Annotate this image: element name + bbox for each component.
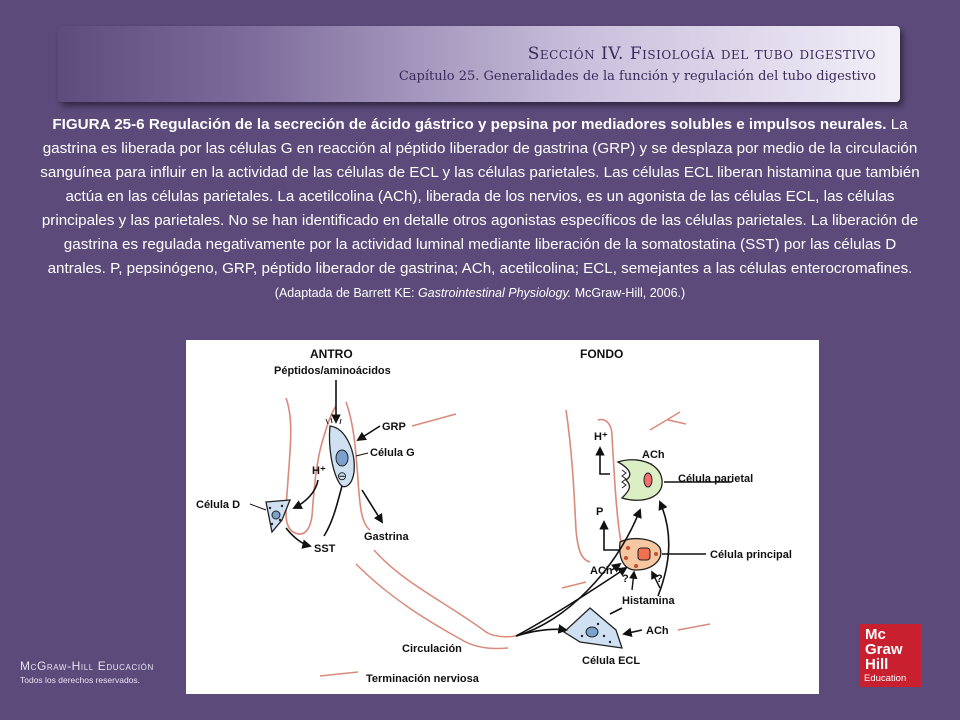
circulation-vessel-bottom [355, 563, 509, 650]
antro-heading: ANTRO [310, 347, 353, 361]
celula-principal-cell [619, 537, 662, 571]
sst-label: SST [314, 543, 336, 555]
gastrina-to-ecl-arrow [515, 624, 568, 637]
rights-text: Todos los derechos reservados. [20, 675, 141, 685]
celula-g-pointer [355, 452, 369, 457]
celula-d-cell [265, 499, 291, 534]
inhibit-symbol: ⊖ [337, 469, 347, 483]
caption-source-prefix: (Adaptada de Barrett KE: [274, 286, 418, 300]
chapter-title: Capítulo 25. Generalidades de la función… [398, 69, 876, 84]
h-plus-left-arrow [292, 479, 319, 509]
celula-principal-label: Célula principal [710, 549, 792, 561]
figure-panel: ANTRO FONDO Péptidos/aminoácidos GRP Cél… [186, 340, 819, 694]
grp-label: GRP [382, 421, 406, 433]
logo-line-4: Education [864, 673, 907, 684]
publisher-name: McGraw-Hill Educación [20, 659, 154, 673]
fondo-heading: FONDO [580, 347, 623, 361]
histamina-label: Histamina [622, 595, 675, 607]
celula-ecl-cell [562, 607, 623, 649]
celula-d-label: Célula D [196, 499, 240, 511]
ach-top-label: ACh [642, 449, 665, 461]
celula-d-pointer [249, 503, 267, 511]
p-label: P [596, 506, 603, 518]
caption-title: FIGURA 25-6 Regulación de la secreción d… [52, 116, 887, 133]
ach-bottom-label: ACh [646, 625, 669, 637]
histamina-arrow-principal-2 [651, 570, 661, 589]
grp-arrow [356, 425, 381, 442]
caption-source-book: Gastrointestinal Physiology. [417, 286, 572, 300]
gastrina-label: Gastrina [364, 531, 410, 543]
ach-bottom-nerve [677, 623, 711, 631]
sst-arrow [285, 527, 312, 549]
celula-g-label: Célula G [370, 447, 415, 459]
circulation-vessel-top [373, 549, 517, 638]
antro-gland-outline-right [345, 401, 371, 531]
caption-body: La gastrina es liberada por las células … [40, 116, 920, 277]
p-arrow [599, 520, 620, 551]
nerve-legend-line [319, 671, 359, 677]
logo-line-3: Hill [865, 656, 889, 673]
ach-left-arrow [610, 562, 622, 573]
celula-parietal-cell [616, 459, 663, 501]
ach-bottom-arrow [622, 627, 643, 638]
caption-source-suffix: McGraw-Hill, 2006.) [571, 286, 686, 300]
question-mark-1: ? [622, 573, 629, 585]
gastrina-arrow [361, 489, 384, 524]
h-plus-right-arrow [595, 446, 610, 475]
logo-line-1: Mc [865, 626, 886, 643]
h-plus-left-label: H⁺ [312, 465, 326, 477]
fondo-gland-outline-left [565, 409, 591, 563]
celula-ecl-label: Célula ECL [582, 655, 640, 667]
publisher-block: McGraw-Hill Educación Todos los derechos… [20, 659, 154, 685]
section-banner: Sección IV. Fisiología del tubo digestiv… [58, 26, 900, 102]
histamina-to-parietal-arrow [657, 500, 670, 597]
antro-gland-outline [285, 397, 337, 535]
ach-top-nerve [649, 411, 687, 431]
mcgraw-hill-logo: Mc Graw Hill Education [859, 624, 921, 687]
figure-caption: FIGURA 25-6 Regulación de la secreción d… [40, 113, 920, 305]
section-title: Sección IV. Fisiología del tubo digestiv… [527, 44, 876, 64]
sst-inhibit-line [323, 485, 343, 537]
histamina-from-ecl [609, 607, 623, 615]
celula-g-cell [325, 417, 355, 488]
celula-parietal-label: Célula parietal [678, 473, 753, 485]
grp-nerve [411, 413, 457, 427]
gastrina-to-principal-arrow [515, 566, 628, 637]
ach-left-nerve [561, 581, 587, 589]
question-mark-2: ? [656, 573, 663, 585]
circulacion-label: Circulación [402, 643, 462, 655]
h-plus-right-label: H⁺ [594, 431, 608, 443]
gastrina-to-parietal-arrow [515, 508, 642, 637]
peptidos-label: Péptidos/aminoácidos [274, 365, 391, 377]
terminacion-label: Terminación nerviosa [366, 673, 480, 685]
regulation-diagram: ANTRO FONDO Péptidos/aminoácidos GRP Cél… [196, 347, 792, 685]
histamina-arrow-principal [629, 570, 638, 591]
logo-line-2: Graw [865, 641, 903, 658]
